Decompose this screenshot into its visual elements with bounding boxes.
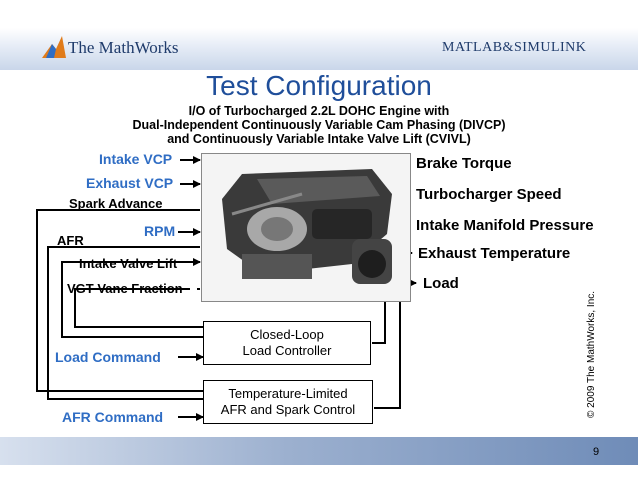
footer-band [0,437,638,465]
page-number: 9 [593,446,600,458]
copyright-text: © 2009 The MathWorks, Inc. [586,290,597,418]
subtitle-line-1: I/O of Turbocharged 2.2L DOHC Engine wit… [188,104,450,118]
input-rpm: RPM [144,223,176,239]
load-controller-line-2: Load Controller [242,343,332,358]
load-command-label: Load Command [55,349,161,365]
input-intake-valve-lift: Intake Valve Lift [79,256,178,271]
slide-title: Test Configuration [206,70,432,101]
logo-text: The MathWorks [68,38,179,57]
input-intake-vcp: Intake VCP [99,151,173,167]
subtitle-line-2: Dual-Independent Continuously Variable C… [132,118,506,132]
afr-controller-line-2: AFR and Spark Control [220,402,356,417]
mathworks-logo-icon [42,36,66,58]
output-load: Load [423,275,459,292]
subtitle-line-3: and Continuously Variable Intake Valve L… [167,132,471,146]
input-vgt-vane-fraction: VGT Vane Fraction [67,281,183,296]
load-controller-line-1: Closed-Loop [250,327,324,342]
output-turbocharger-speed: Turbocharger Speed [416,186,562,203]
engine-icon [202,154,410,301]
engine-photo [201,153,411,302]
header-band [0,28,638,70]
output-brake-torque: Brake Torque [416,155,512,172]
input-afr: AFR [57,233,84,248]
output-exhaust-temperature: Exhaust Temperature [418,245,571,262]
afr-controller-line-1: Temperature-Limited [228,386,348,401]
input-spark-advance: Spark Advance [69,196,163,211]
output-intake-manifold-pressure: Intake Manifold Pressure [416,217,594,234]
load-controller-box: Closed-Loop Load Controller [203,321,371,365]
brand-text: MATLAB&SIMULINK [442,40,587,55]
afr-controller-box: Temperature-Limited AFR and Spark Contro… [203,380,373,424]
input-exhaust-vcp: Exhaust VCP [86,175,174,191]
afr-command-label: AFR Command [62,409,164,425]
